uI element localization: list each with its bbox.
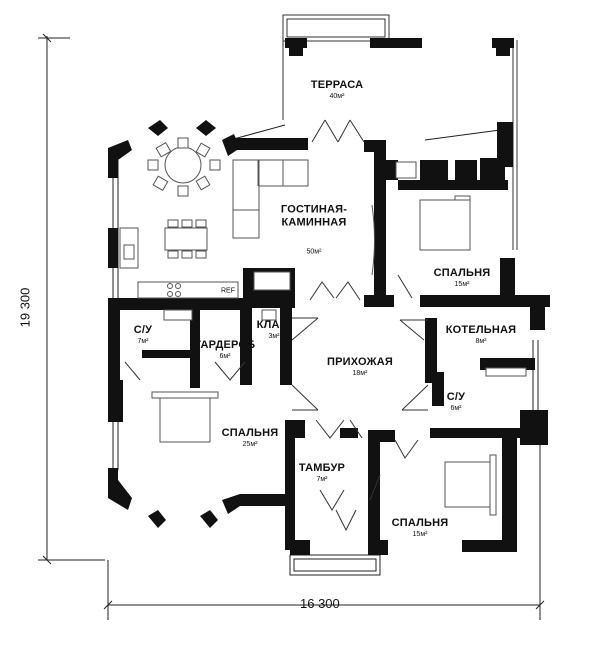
- room-label-bedroom-ne: СПАЛЬНЯ 15м²: [434, 267, 491, 289]
- walls: [108, 38, 550, 555]
- room-area: 7м²: [316, 476, 328, 483]
- room-label-hall: ПРИХОЖАЯ 18м²: [327, 356, 393, 378]
- room-area: 18м²: [352, 370, 368, 377]
- room-label-bedroom-se: СПАЛЬНЯ 15м²: [392, 517, 449, 539]
- room-label-wardrobe: ГАРДЕРОБ 6м²: [195, 339, 256, 361]
- room-area: 15м²: [454, 281, 470, 288]
- room-name: ПРИХОЖАЯ: [326, 356, 394, 368]
- room-area: 8м²: [475, 338, 487, 345]
- room-label-terrace: ТЕРРАСА 40м²: [311, 79, 363, 101]
- dimension-lines: [38, 33, 545, 620]
- room-name: ГОСТИНАЯ- КАМИННАЯ: [280, 203, 348, 229]
- room-name: СПАЛЬНЯ: [221, 427, 279, 439]
- room-area: 40м²: [329, 93, 345, 100]
- room-area: 50м²: [306, 248, 322, 256]
- room-area: 15м²: [412, 531, 428, 538]
- room-name: СПАЛЬНЯ: [391, 517, 449, 529]
- room-label-storage: КЛАД. 3м²: [257, 319, 292, 341]
- room-label-vestibule: ТАМБУР 7м²: [299, 462, 345, 484]
- height-dimension-label: 19 300: [17, 287, 33, 328]
- room-area: 7м²: [137, 338, 149, 345]
- room-label-living: ГОСТИНАЯ- КАМИННАЯ 50м²: [281, 186, 347, 275]
- terrace-outline: [282, 14, 518, 250]
- room-area: 25м²: [242, 441, 258, 448]
- room-label-bedroom-w: СПАЛЬНЯ 25м²: [222, 427, 279, 449]
- room-area: 6м²: [219, 353, 231, 360]
- room-area: 3м²: [268, 333, 280, 340]
- room-name: СПАЛЬНЯ: [433, 267, 491, 279]
- room-name: ТЕРРАСА: [310, 79, 364, 91]
- door-swings: [124, 119, 429, 532]
- furniture: [119, 137, 527, 516]
- room-label-boiler: КОТЕЛЬНАЯ 8м²: [446, 324, 517, 346]
- room-name: ГАРДЕРОБ: [194, 339, 256, 351]
- width-dimension-label: 16 300: [300, 596, 340, 611]
- room-name: С/У: [133, 324, 153, 336]
- room-label-wc-right: С/У 6м²: [447, 391, 465, 413]
- room-name: С/У: [446, 391, 466, 403]
- room-name: КОТЕЛЬНАЯ: [445, 324, 517, 336]
- room-name: КЛАД.: [256, 319, 292, 331]
- room-label-wc-left: С/У 7м²: [134, 324, 152, 346]
- room-name: ТАМБУР: [298, 462, 346, 474]
- room-area: 6м²: [450, 405, 462, 412]
- fixture-ref-label: REF: [221, 287, 235, 295]
